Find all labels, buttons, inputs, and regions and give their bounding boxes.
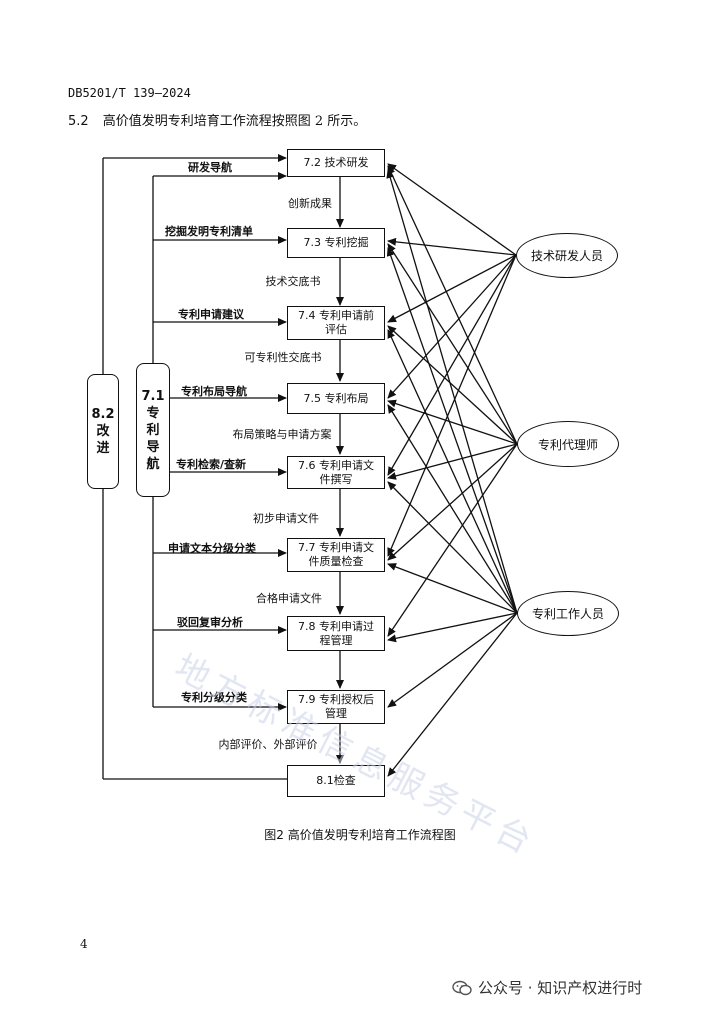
role-patent-staff: 专利工作人员 <box>517 591 619 636</box>
flow-output-label: 合格申请文件 <box>256 592 322 605</box>
nav-box-line: 航 <box>146 456 160 472</box>
role-link <box>387 165 518 445</box>
role-link <box>387 243 518 445</box>
flow-output-label: 内部评价、外部评价 <box>218 738 318 751</box>
role-link <box>387 325 518 445</box>
role-link <box>386 169 518 614</box>
role-label: 专利工作人员 <box>531 607 604 621</box>
nav-action-label: 挖掘发明专利清单 <box>165 225 253 238</box>
step-label: 7.5 专利布局 <box>303 391 369 405</box>
step-label: 8.1检查 <box>316 774 356 787</box>
improvement-box: 8.2 改 进 <box>87 374 119 489</box>
step-7-5-box: 7.5 专利布局 <box>287 383 385 414</box>
role-link <box>387 612 518 643</box>
wechat-icon <box>452 980 472 996</box>
role-link <box>387 254 517 399</box>
role-link <box>387 404 518 614</box>
flow-output-label: 技术交底书 <box>265 275 321 288</box>
nav-action-label: 驳回复审分析 <box>177 616 243 629</box>
role-rd-staff: 技术研发人员 <box>516 233 618 278</box>
improve-box-line: 进 <box>96 441 110 456</box>
section-text: 高价值发明专利培育工作流程按照图 2 所示。 <box>102 114 367 129</box>
role-link <box>387 481 518 614</box>
role-link <box>387 329 518 614</box>
step-7-7-box: 7.7 专利申请文 件质量检查 <box>287 538 385 572</box>
step-label: 7.6 专利申请文 件撰写 <box>298 458 374 486</box>
flow-output-label: 可专利性交底书 <box>244 351 322 364</box>
step-label: 7.8 专利申请过 程管理 <box>298 619 374 647</box>
role-link <box>387 443 518 561</box>
nav-action-label: 专利申请建议 <box>178 308 244 321</box>
nav-box-line: 7.1 <box>141 388 165 404</box>
step-7-9-box: 7.9 专利授权后 管理 <box>287 690 385 724</box>
nav-box-line: 利 <box>146 422 160 438</box>
role-link <box>387 163 517 256</box>
step-7-4-box: 7.4 专利申请前 评估 <box>287 306 385 340</box>
improve-box-line: 8.2 <box>91 407 115 422</box>
role-link <box>387 443 518 480</box>
role-label: 技术研发人员 <box>530 249 603 263</box>
section-number: 5.2 <box>68 114 89 129</box>
step-label: 7.4 专利申请前 评估 <box>298 309 374 336</box>
nav-action-label: 专利分级分类 <box>181 691 247 704</box>
role-link <box>387 254 517 557</box>
role-patent-agent: 专利代理师 <box>517 421 619 467</box>
step-7-8-box: 7.8 专利申请过 程管理 <box>287 616 385 651</box>
nav-box-line: 专 <box>146 405 160 421</box>
flow-output-label: 创新成果 <box>288 197 332 210</box>
role-link <box>387 563 518 614</box>
section-intro: 5.2 高价值发明专利培育工作流程按照图 2 所示。 <box>68 110 366 129</box>
role-link <box>387 399 518 445</box>
step-7-6-box: 7.6 专利申请文 件撰写 <box>287 456 385 489</box>
document-code: DB5201/T 139—2024 <box>68 86 191 100</box>
role-link <box>386 247 518 614</box>
role-link <box>387 612 518 708</box>
flow-output-label: 布局策略与申请方案 <box>232 428 332 441</box>
step-label: 7.3 专利挖掘 <box>303 236 369 249</box>
step-7-2-box: 7.2 技术研发 <box>287 149 385 177</box>
flow-output-label: 初步申请文件 <box>253 512 319 525</box>
role-label: 专利代理师 <box>537 437 598 452</box>
step-7-3-box: 7.3 专利挖掘 <box>287 228 385 258</box>
improve-box-line: 改 <box>96 424 110 439</box>
role-link <box>387 612 518 777</box>
nav-action-label: 申请文本分级分类 <box>168 542 256 555</box>
role-link <box>387 443 518 637</box>
role-link <box>387 254 517 323</box>
nav-action-label: 专利布局导航 <box>181 385 247 398</box>
nav-action-label: 研发导航 <box>188 161 232 174</box>
nav-box-line: 导 <box>146 439 160 455</box>
step-label: 7.2 技术研发 <box>303 156 369 169</box>
patent-navigation-box: 7.1 专 利 导 航 <box>136 363 170 497</box>
footer-brand-text: 公众号 · 知识产权进行时 <box>478 979 643 997</box>
step-label: 7.7 专利申请文 件质量检查 <box>298 541 374 568</box>
step-8-1-box: 8.1检查 <box>287 765 385 797</box>
nav-action-label: 专利检索/查新 <box>176 458 247 471</box>
page-number: 4 <box>80 937 88 951</box>
role-link <box>387 237 517 256</box>
footer-brand[interactable]: 公众号 · 知识产权进行时 <box>452 977 642 998</box>
figure-caption: 图2 高价值发明专利培育工作流程图 <box>264 828 456 842</box>
step-label: 7.9 专利授权后 管理 <box>298 693 374 720</box>
